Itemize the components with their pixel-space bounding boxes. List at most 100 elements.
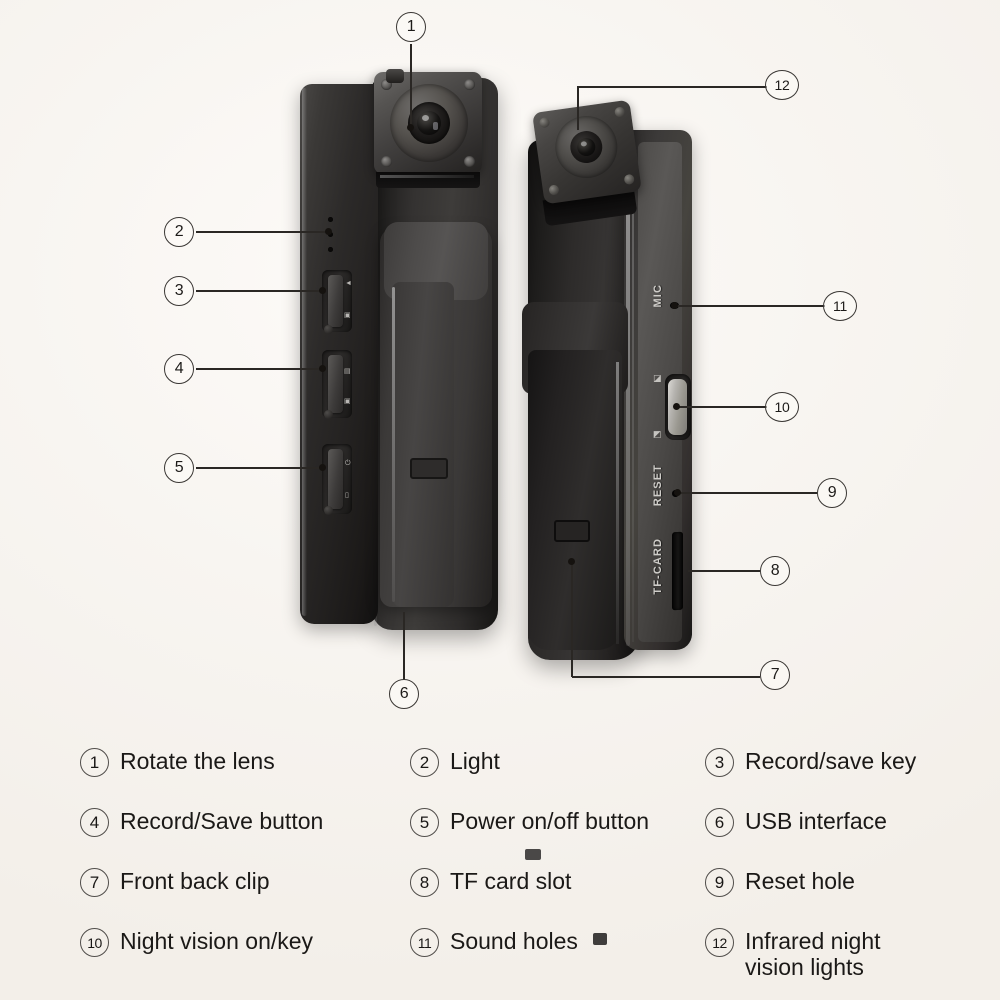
record-save-button[interactable] [328, 355, 343, 413]
legend-number: 11 [410, 928, 439, 957]
legend-number: 9 [705, 868, 734, 897]
legend-item: 2 Light [410, 746, 500, 777]
legend-label: Reset hole [745, 868, 855, 894]
light-hole-icon [328, 247, 333, 252]
callout-4-leader [196, 368, 324, 370]
callout-7-leader-h [572, 676, 760, 678]
callout-8-tf-card-slot: 8 [760, 556, 790, 586]
legend-number: 3 [705, 748, 734, 777]
device-rear-right-view: MIC ◪ ◩ RESET TF-CARD [520, 99, 720, 945]
legend-label: Light [450, 748, 500, 774]
lens-screw-icon [464, 79, 475, 90]
legend-item: 7 Front back clip [80, 866, 270, 897]
lens-barrel [568, 128, 605, 166]
infrared-led [386, 69, 404, 83]
callout-2-light: 2 [164, 217, 194, 247]
legend-label: Power on/off button [450, 808, 650, 834]
lens-specular-highlight [580, 140, 588, 147]
callout-7-front-back-clip: 7 [760, 660, 790, 690]
legend-number: 5 [410, 808, 439, 837]
save-key-icon: ▣ [344, 312, 351, 319]
left-device-body-highlight [302, 88, 307, 616]
legend-number: 7 [80, 868, 109, 897]
back-clip-arm [528, 350, 622, 650]
legend-label: Front back clip [120, 868, 270, 894]
lens-screw-icon [538, 116, 551, 129]
callout-10-dot [673, 403, 680, 410]
legend-label: USB interface [745, 808, 887, 834]
button-knob [324, 410, 333, 419]
callout-6-usb-interface: 6 [389, 679, 419, 709]
back-clip-arm-highlight [616, 362, 619, 644]
callout-7-leader-v [571, 562, 573, 677]
callout-9-leader [678, 492, 817, 494]
legend-item: 3 Record/save key [705, 746, 916, 777]
callout-9-reset-hole: 9 [817, 478, 847, 508]
callout-11-sound-holes: 11 [823, 291, 857, 321]
lens-glass [417, 111, 441, 135]
callout-4-record-save-button: 4 [164, 354, 194, 384]
legend-number: 8 [410, 868, 439, 897]
back-clip-slot-inner [593, 933, 607, 945]
back-clip-slot [410, 458, 541, 860]
callout-5-dot [319, 464, 326, 471]
callout-1-leader [410, 44, 412, 130]
record-save-key[interactable] [328, 275, 343, 327]
right-device-edge-highlight [632, 138, 634, 642]
button-knob [324, 506, 333, 515]
lens-screw-icon [464, 156, 475, 167]
power-button[interactable] [328, 449, 343, 509]
callout-6-leader [403, 612, 405, 680]
lens-glass [576, 136, 597, 158]
back-clip-arm-highlight [392, 287, 395, 602]
reset-label: RESET [652, 464, 664, 507]
lens-screw-icon [623, 173, 635, 186]
mic-label: MIC [652, 284, 664, 308]
record-button-icon: ▤ [344, 368, 351, 375]
lens-module [532, 99, 642, 205]
lens-recess-highlight [380, 175, 474, 178]
legend-item: 8 TF card slot [410, 866, 571, 897]
lens-screw-icon [614, 106, 626, 118]
lens-barrel [408, 102, 450, 144]
device-front-left-view: ◄ ▣ ▤ ▣ ⏻ ▯ [300, 69, 541, 860]
lens-screw-icon [548, 184, 560, 196]
legend-number: 2 [410, 748, 439, 777]
callout-1-rotate-lens: 1 [396, 12, 426, 42]
record-key-icon: ◄ [345, 280, 352, 287]
legend-label: Sound holes [450, 928, 578, 954]
legend-label: Record/save key [745, 748, 917, 774]
callout-10-leader [678, 406, 767, 408]
legend-item: 11 Sound holes [410, 926, 578, 957]
callout-5-leader [196, 467, 324, 469]
callout-2-dot [325, 228, 332, 235]
callout-9-dot [674, 489, 681, 496]
legend-item: 4 Record/Save button [80, 806, 323, 837]
callout-4-dot [319, 365, 326, 372]
night-vision-off-icon: ◩ [653, 429, 662, 439]
callout-8-leader [688, 570, 760, 572]
legend-item: 9 Reset hole [705, 866, 855, 897]
legend-number: 6 [705, 808, 734, 837]
back-clip-slot [554, 520, 607, 945]
tf-card-slot[interactable] [672, 531, 683, 611]
callout-3-leader [196, 290, 324, 292]
lens-module [374, 72, 482, 174]
callout-11-leader [676, 305, 825, 307]
callout-12-leader-h [578, 86, 767, 88]
legend-number: 4 [80, 808, 109, 837]
back-clip-arm [392, 282, 454, 607]
lens-ring [551, 112, 622, 183]
callout-7-dot [568, 558, 575, 565]
lens-ring [390, 84, 468, 162]
legend-label: Record/Save button [120, 808, 324, 834]
right-device-edge-highlight [626, 134, 630, 646]
callout-1-dot [407, 124, 414, 131]
callout-12-infrared-lights: 12 [765, 70, 799, 100]
legend-label: TF card slot [450, 868, 572, 894]
